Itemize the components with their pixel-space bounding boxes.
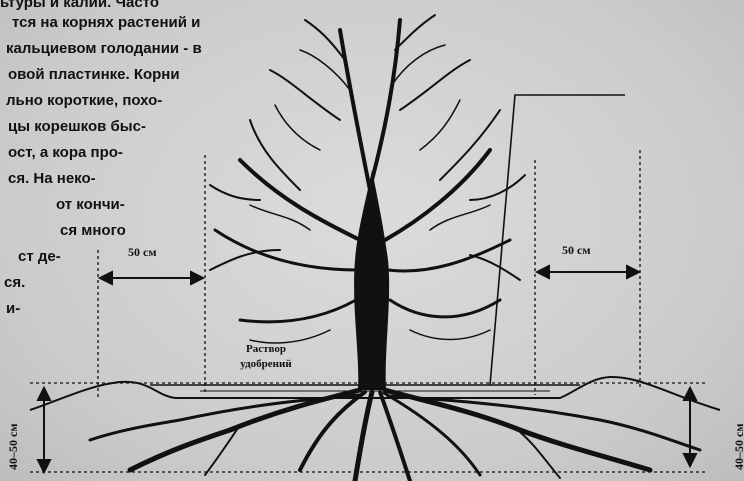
arrow-head [684, 454, 696, 466]
arrow-head [100, 272, 112, 284]
arrow-head [38, 460, 50, 472]
fertilizer-solution-label: Раствор удобрений [226, 342, 306, 372]
right-distance-label: 50 см [562, 243, 591, 258]
left-distance-label: 50 см [128, 245, 157, 260]
left-depth-label: 40–50 см [6, 424, 21, 471]
right-depth-label: 40–50 см [732, 424, 744, 471]
arrow-head [191, 272, 203, 284]
arrow-head [537, 266, 549, 278]
tree-trunk [354, 170, 389, 390]
arrow-head [627, 266, 639, 278]
tree-roots [90, 390, 700, 481]
arrow-head [684, 388, 696, 400]
label-line: Раствор [226, 342, 306, 357]
label-line: удобрений [226, 357, 306, 372]
arrow-head [38, 388, 50, 400]
